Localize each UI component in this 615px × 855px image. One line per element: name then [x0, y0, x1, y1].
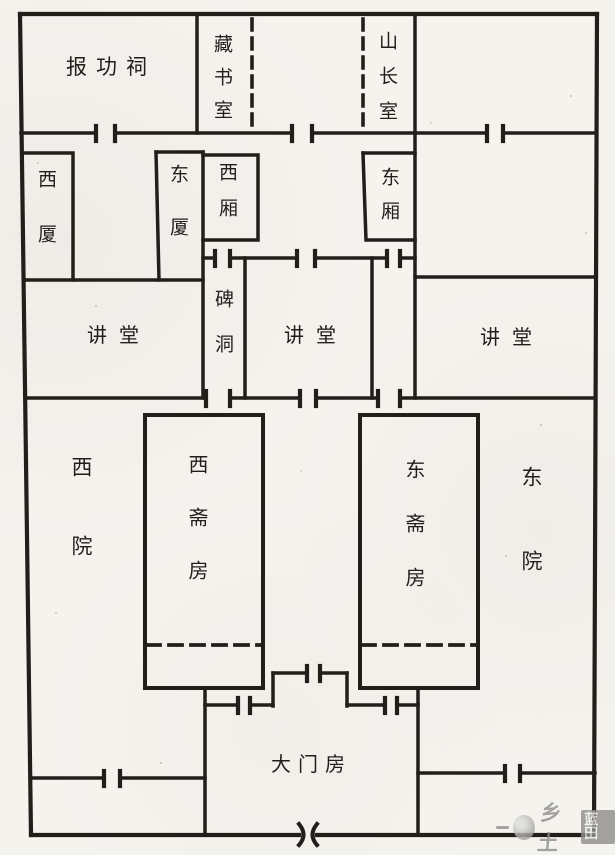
paper-noise — [0, 0, 2, 2]
watermark: 乡土 蓝田 — [496, 800, 615, 855]
room-label-jiangtang-east: 讲堂 — [480, 325, 544, 349]
room-label-jiangtang-center: 讲堂 — [284, 323, 348, 347]
watermark-badge-text: 蓝田 — [581, 810, 615, 844]
room-label-dongsha: 东厦 — [167, 164, 189, 270]
room-label-dongzhaifang: 东斋房 — [402, 459, 426, 621]
room-label-dongyuan: 东院 — [519, 466, 543, 634]
room-label-dongxiang: 东厢 — [378, 167, 400, 235]
room-label-xiyuan: 西院 — [69, 456, 93, 614]
room-label-cangshushi: 藏书室 — [211, 34, 233, 133]
room-label-xixiang: 西厢 — [216, 162, 238, 234]
room-label-shanzhangshi: 山长室 — [376, 31, 398, 136]
room-label-baogongci: 报功祠 — [66, 55, 156, 79]
room-label-jiangtang-west: 讲堂 — [87, 323, 151, 347]
watermark-text: 乡土 — [535, 800, 564, 855]
watermark-logo-icon — [513, 814, 535, 840]
room-label-beidong: 碑洞 — [212, 289, 234, 379]
room-label-xisha: 西厦 — [35, 169, 57, 279]
room-label-xizhaifang: 西斋房 — [185, 454, 209, 613]
watermark-swoosh — [496, 825, 510, 829]
room-label-damenfang: 大门房 — [271, 752, 352, 776]
